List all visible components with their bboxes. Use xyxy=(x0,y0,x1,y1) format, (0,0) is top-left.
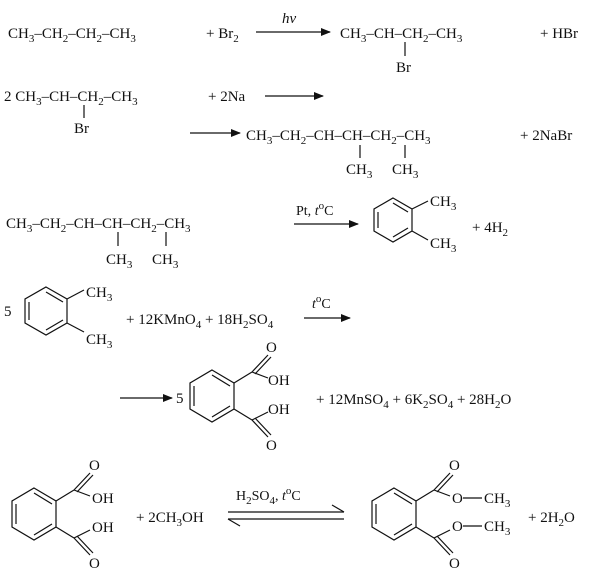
r4-ring-sub1: CH3 xyxy=(86,285,113,304)
r5-acid-oh1: OH xyxy=(92,491,114,507)
r1-condition: hv xyxy=(282,11,297,27)
reaction-2: 2 CH3–CH–CH2–CH3 Br + 2Na CH3–CH2–CH–CH–… xyxy=(4,89,572,181)
r5-ester-o-link1: O xyxy=(452,491,463,507)
reaction-1: CH3–CH2–CH2–CH3 + Br2 hv CH3–CH–CH2–CH3 … xyxy=(8,11,578,76)
r3-reactant-sub1: CH3 xyxy=(106,252,133,271)
r4-cooh1-o: O xyxy=(266,340,277,356)
r5-ester-ch3-1: CH3 xyxy=(484,491,511,510)
r5-condition: H2SO4, toC xyxy=(236,485,301,507)
r5-acid-oh2: OH xyxy=(92,520,114,536)
r1-product-sub: Br xyxy=(396,60,411,76)
reaction-5: O OH OH O + 2CH3OH H2SO4, toC O O xyxy=(11,458,575,572)
r1-product: CH3–CH–CH2–CH3 xyxy=(340,26,463,45)
r5-acid-o2: O xyxy=(89,556,100,572)
r4-cooh2-oh: OH xyxy=(268,402,290,418)
r4-cooh1-oh: OH xyxy=(268,373,290,389)
r5-acid-o1: O xyxy=(89,458,100,474)
r1-byproduct: + HBr xyxy=(540,26,578,42)
r2-product-sub1: CH3 xyxy=(346,162,373,181)
r4-reagents: + 12KMnO4 + 18H2SO4 xyxy=(126,312,274,331)
r2-product: CH3–CH2–CH–CH–CH2–CH3 xyxy=(246,128,431,147)
r4-cooh2-o: O xyxy=(266,438,277,454)
r1-plus-br2: + Br2 xyxy=(206,26,239,45)
r3-condition: Pt, toC xyxy=(296,200,333,219)
r5-phthalic-acid xyxy=(11,472,94,556)
r5-ester-o2: O xyxy=(449,556,460,572)
r5-ester-o1: O xyxy=(449,458,460,474)
r2-reactant-sub: Br xyxy=(74,121,89,137)
r4-condition: toC xyxy=(312,293,331,312)
r2-product-sub2: CH3 xyxy=(392,162,419,181)
reaction-4: 5 CH3 CH3 + 12KMnO4 + 18H2SO4 toC 5 xyxy=(4,285,512,454)
r4-coef: 5 xyxy=(4,304,12,320)
reaction-3: CH3–CH2–CH–CH–CH2–CH3 CH3 CH3 Pt, toC CH… xyxy=(6,194,508,271)
r3-reactant-sub2: CH3 xyxy=(152,252,179,271)
r5-ester-o-link2: O xyxy=(452,519,463,535)
r3-benzene-ring xyxy=(373,197,429,243)
r4-benzene-ring xyxy=(24,286,85,336)
r1-reactant: CH3–CH2–CH2–CH3 xyxy=(8,26,136,45)
r5-byproduct: + 2H2O xyxy=(528,510,575,529)
r2-byproduct: + 2NaBr xyxy=(520,128,572,144)
r3-reactant: CH3–CH2–CH–CH–CH2–CH3 xyxy=(6,216,191,235)
r3-ring-sub1: CH3 xyxy=(430,194,457,213)
r2-plus-na: + 2Na xyxy=(208,89,246,105)
r5-dimethyl-phthalate xyxy=(371,472,482,556)
r4-product-coef: 5 xyxy=(176,391,184,407)
r5-reagent: + 2CH3OH xyxy=(136,510,204,529)
r3-byproduct: + 4H2 xyxy=(472,220,508,239)
r5-ester-ch3-2: CH3 xyxy=(484,519,511,538)
r2-reactant: 2 CH3–CH–CH2–CH3 xyxy=(4,89,138,108)
r4-phthalic-acid xyxy=(189,354,272,438)
r4-ring-sub2: CH3 xyxy=(86,332,113,351)
r4-byproducts: + 12MnSO4 + 6K2SO4 + 28H2O xyxy=(316,392,512,411)
r3-ring-sub2: CH3 xyxy=(430,236,457,255)
